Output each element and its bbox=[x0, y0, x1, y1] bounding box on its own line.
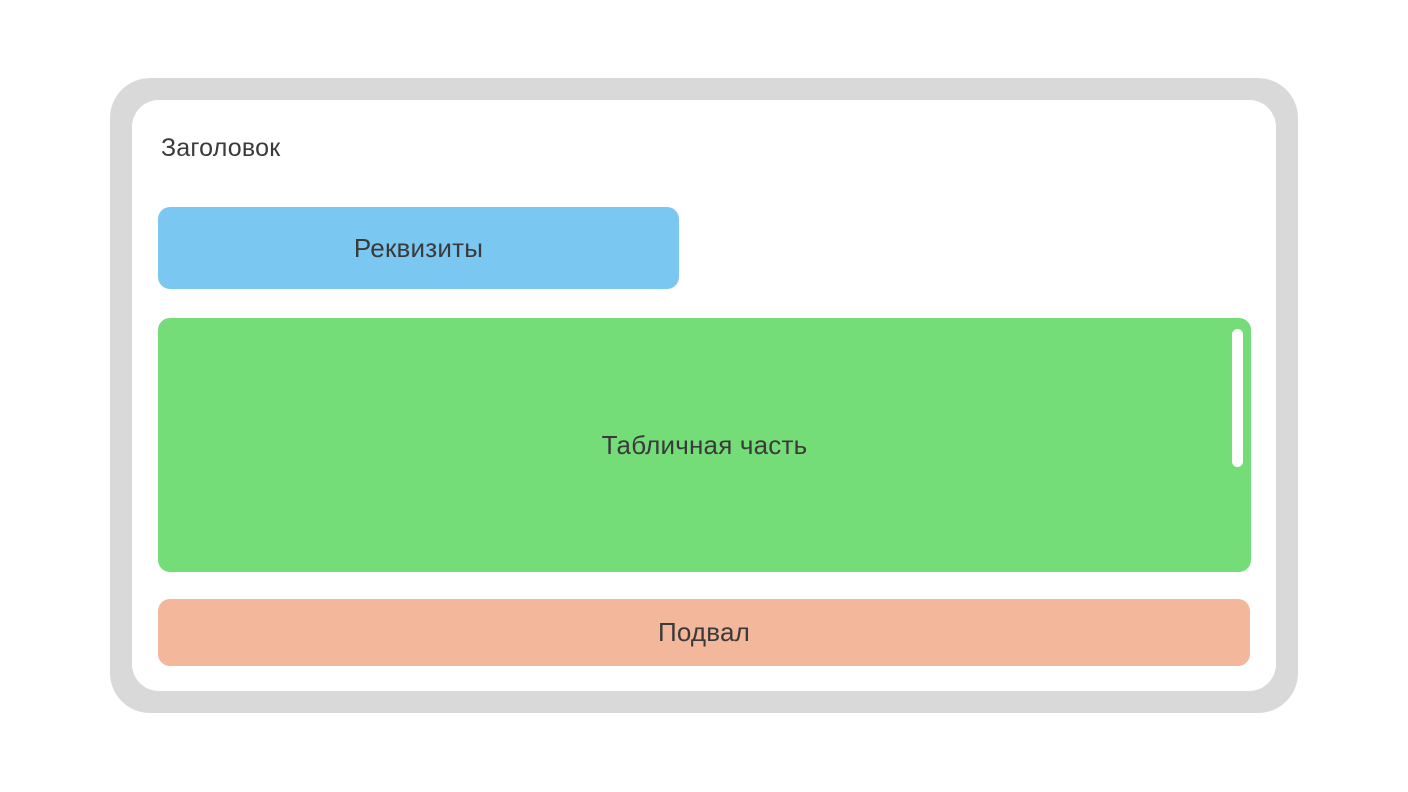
footer-block-label: Подвал bbox=[657, 617, 751, 647]
form-window-frame: Заголовок Реквизиты Табличная часть Подв… bbox=[110, 78, 1298, 713]
footer-block: Подвал bbox=[158, 599, 1250, 666]
scrollbar-thumb bbox=[1232, 329, 1243, 467]
tabular-section-block-label: Табличная часть bbox=[601, 429, 808, 460]
attributes-block: Реквизиты bbox=[158, 207, 679, 289]
form-title: Заголовок bbox=[161, 134, 281, 162]
attributes-block-label: Реквизиты bbox=[353, 232, 484, 263]
tabular-section-block: Табличная часть bbox=[158, 318, 1251, 572]
form-window-body: Заголовок Реквизиты Табличная часть Подв… bbox=[132, 100, 1276, 691]
